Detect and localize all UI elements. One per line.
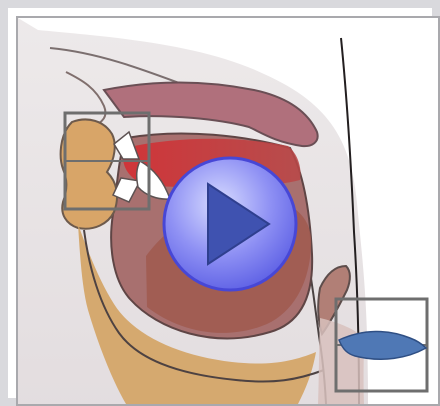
vocal-tract-diagram bbox=[18, 18, 438, 404]
play-button[interactable] bbox=[164, 158, 296, 290]
lips-teeth-block bbox=[61, 119, 117, 228]
thumbnail-image[interactable] bbox=[16, 16, 440, 406]
